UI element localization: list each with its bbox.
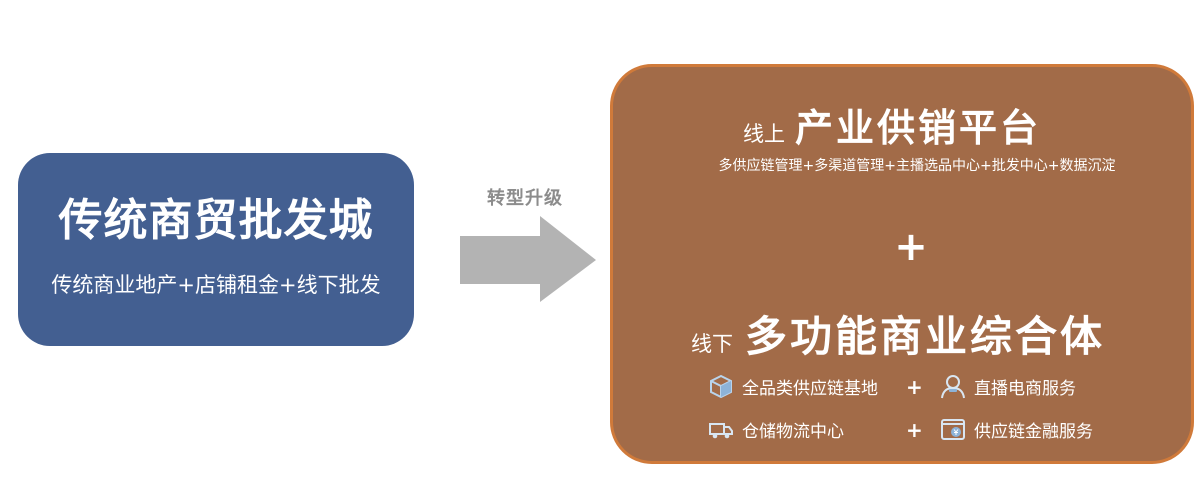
- traditional-wholesale-box: 传统商贸批发城 传统商业地产+店铺租金+线下批发: [18, 153, 414, 346]
- traditional-subtitle: 传统商业地产+店铺租金+线下批发: [51, 273, 381, 297]
- feature-item: 全品类供应链基地: [708, 373, 878, 399]
- offline-prefix: 线下: [691, 332, 733, 356]
- online-heading: 线上产业供销平台: [743, 97, 1041, 152]
- feature-plus: +: [906, 375, 923, 399]
- person-icon: [941, 375, 965, 399]
- feature-label: 仓储物流中心: [742, 421, 844, 442]
- combine-plus: +: [894, 224, 928, 270]
- feature-item: 供应链金融服务: [940, 416, 1093, 442]
- feature-item: 直播电商服务: [940, 373, 1076, 399]
- feature-plus: +: [906, 418, 923, 442]
- offline-title: 多功能商业综合体: [745, 312, 1106, 361]
- finance-icon: [941, 419, 965, 440]
- feature-label: 直播电商服务: [974, 378, 1076, 399]
- online-prefix: 线上: [743, 122, 785, 146]
- transform-label: 转型升级: [487, 188, 563, 209]
- offline-heading: 线下多功能商业综合体: [691, 303, 1105, 364]
- feature-label: 供应链金融服务: [974, 421, 1093, 442]
- online-subtitle: 多供应链管理+多渠道管理+主播选品中心+批发中心+数据沉淀: [718, 158, 1116, 174]
- feature-label: 全品类供应链基地: [742, 378, 878, 399]
- traditional-title: 传统商贸批发城: [58, 195, 374, 246]
- feature-item: 仓储物流中心: [708, 416, 844, 442]
- new-model-box: 线上产业供销平台 多供应链管理+多渠道管理+主播选品中心+批发中心+数据沉淀 +…: [610, 64, 1194, 464]
- cube-icon: [710, 374, 732, 399]
- online-title: 产业供销平台: [795, 106, 1042, 150]
- truck-icon: [709, 423, 733, 439]
- transform-arrow-icon: [460, 216, 596, 302]
